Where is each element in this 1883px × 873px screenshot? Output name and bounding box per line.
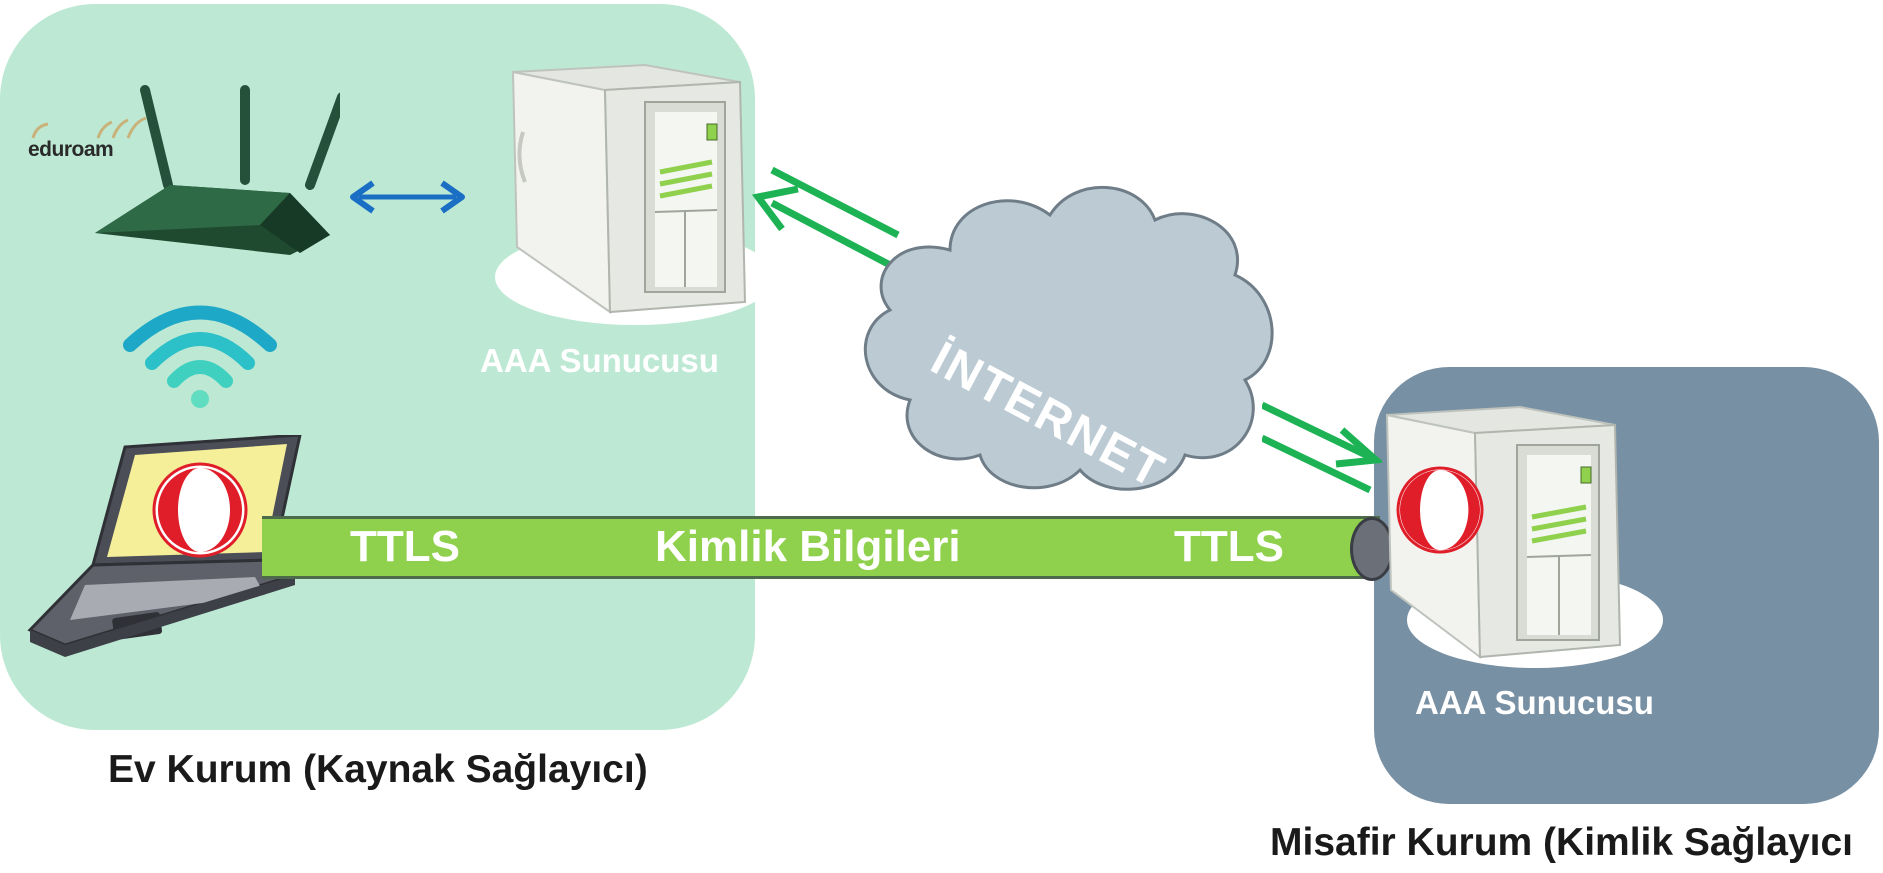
ttls-tunnel	[262, 516, 1380, 579]
arrow-to-home-server	[751, 166, 900, 269]
cloud-icon	[863, 185, 1274, 491]
eduroam-logo: eduroam	[28, 138, 114, 161]
router-icon	[95, 85, 340, 255]
wifi-icon	[123, 305, 277, 408]
guest-institution-caption: Misafir Kurum (Kimlik Sağlayıcı	[1270, 821, 1854, 864]
server-icon	[495, 63, 775, 325]
tunnel-label-left: TTLS	[350, 522, 460, 571]
guest-server-label: AAA Sunucusu	[1415, 684, 1654, 721]
arrow-to-guest-server	[1262, 401, 1382, 494]
home-server-label: AAA Sunucusu	[480, 342, 719, 379]
guest-server-icon	[1385, 405, 1663, 668]
tunnel-label-center: Kimlik Bilgileri	[655, 522, 961, 571]
tunnel-label-right: TTLS	[1174, 522, 1284, 571]
eduroam-waves-icon	[31, 116, 147, 139]
university-logo-icon	[152, 462, 248, 558]
home-institution-caption: Ev Kurum (Kaynak Sağlayıcı)	[108, 748, 648, 791]
double-arrow-icon	[350, 180, 465, 214]
